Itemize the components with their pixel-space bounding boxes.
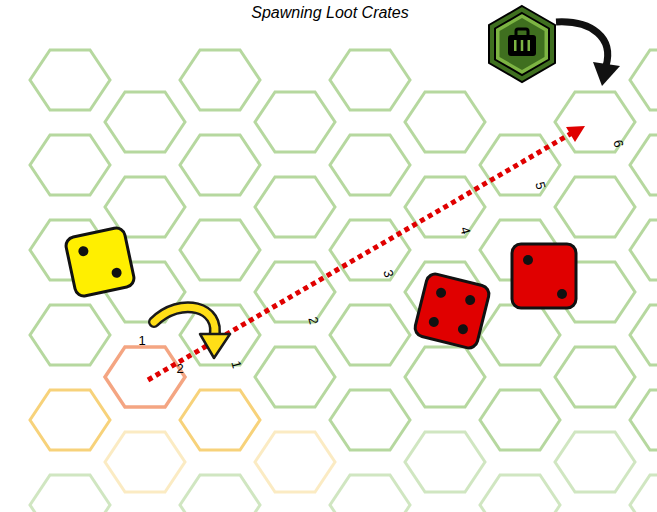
hex-cell <box>330 135 410 195</box>
yellow-die <box>64 226 135 297</box>
hex-cell <box>405 92 485 152</box>
trajectory-arrowhead <box>566 126 585 142</box>
step-number: 1 <box>138 333 145 348</box>
hex-cell <box>255 177 335 237</box>
hex-cell <box>180 305 260 365</box>
hex-cell <box>330 220 410 280</box>
step-number: 5 <box>533 180 549 191</box>
hex-cell <box>180 390 260 450</box>
hex-cell <box>480 135 560 195</box>
hex-cell <box>330 475 410 512</box>
hex-cell <box>255 347 335 407</box>
hex-cell <box>180 475 260 512</box>
step-number: 3 <box>381 268 397 279</box>
hex-cell <box>255 432 335 492</box>
red-die-two <box>512 244 576 308</box>
hex-cell <box>330 305 410 365</box>
hex-cell <box>180 220 260 280</box>
hex-cell <box>180 50 260 110</box>
hex-cell <box>105 432 185 492</box>
hex-cell <box>405 347 485 407</box>
hex-cell <box>105 347 185 407</box>
hex-cell <box>555 432 635 492</box>
hex-cell <box>480 305 560 365</box>
hex-cell <box>330 390 410 450</box>
hex-cell <box>630 390 657 450</box>
hex-cell <box>555 177 635 237</box>
hex-cell <box>30 305 110 365</box>
hex-cell <box>30 475 110 512</box>
red-die-four <box>413 272 491 350</box>
trajectory-line <box>148 133 572 380</box>
hex-cell <box>30 390 110 450</box>
hex-cell <box>630 135 657 195</box>
hex-cell <box>105 92 185 152</box>
hex-grid <box>30 50 657 512</box>
spawn-arrowhead <box>593 62 620 86</box>
hex-cell <box>630 475 657 512</box>
step-number: 6 <box>611 138 627 149</box>
hex-cell <box>30 135 110 195</box>
hex-cell <box>555 92 635 152</box>
hex-cell <box>480 475 560 512</box>
loot-crate-token <box>489 6 555 82</box>
diagram-title: Spawning Loot Crates <box>251 4 408 22</box>
step-number: 4 <box>458 225 474 236</box>
hex-cell <box>555 347 635 407</box>
step-number: 2 <box>306 315 322 326</box>
step-number: 1 <box>229 359 245 370</box>
hex-cell <box>180 135 260 195</box>
hex-cell <box>330 50 410 110</box>
hex-cell <box>630 50 657 110</box>
hex-cell <box>630 305 657 365</box>
step-number: 2 <box>176 361 183 376</box>
hex-cell <box>405 432 485 492</box>
hex-cell <box>630 220 657 280</box>
hex-cell <box>30 50 110 110</box>
hex-cell <box>480 390 560 450</box>
deviation-arrowhead <box>200 334 230 358</box>
hex-cell <box>255 92 335 152</box>
